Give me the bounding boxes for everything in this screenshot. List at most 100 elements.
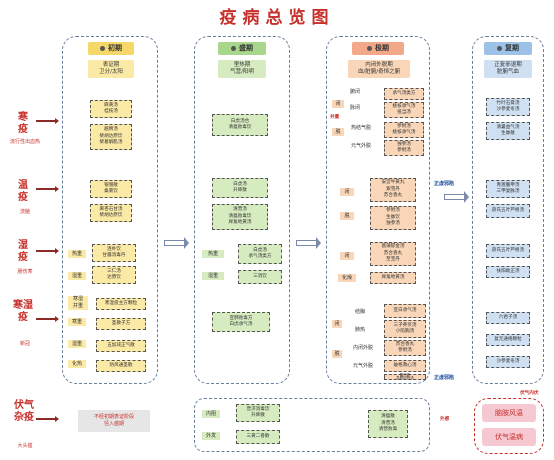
rec-box-4: 薛氏五叶芦根汤 xyxy=(486,244,530,258)
crit-tag-tuo3: 脱 xyxy=(332,350,342,358)
early-box-4: 麻杏石甘汤 柴胡达原饮 xyxy=(90,204,132,222)
peak-tag-heat: 热重 xyxy=(202,250,224,258)
header-peak: 盛期 xyxy=(218,42,266,55)
arrow-shiyi xyxy=(36,248,59,254)
arrow-hanyi xyxy=(36,118,59,124)
peak-tag-damp: 湿重 xyxy=(202,272,224,280)
crit-tag-bi: 闭 xyxy=(332,100,344,108)
crit-box-10: 三子养亲汤 小陷胸汤 xyxy=(384,320,426,338)
column-early xyxy=(62,36,158,384)
header-recovery: 复期 xyxy=(484,42,532,55)
peak-box-1: 白虎汤合 清瘟败毒饮 xyxy=(212,114,268,136)
crit-box-4: 独参汤 参附汤 xyxy=(384,140,424,156)
column-recovery xyxy=(472,36,544,384)
crit-tag-feire: 肺热 xyxy=(354,327,365,333)
fuqi-box-waiyin: 三黄二香散 xyxy=(236,430,280,444)
crit-tag-yuan2: 元气外脱 xyxy=(352,363,373,369)
label-shiyi: 湿疫 xyxy=(18,240,28,263)
label-fuqi: 伏气杂疫 xyxy=(14,400,34,423)
fuqi-box-right: 清瘟散 清营汤 清营败毒 xyxy=(368,410,408,438)
early-box-5: 连朴饮 甘露消毒丹 xyxy=(92,244,136,262)
crit-tag-xue: 脉闭 xyxy=(349,105,360,111)
header-critical: 极期 xyxy=(352,42,404,55)
crit-tag-tuo: 脱 xyxy=(332,128,344,136)
label-waigan: 外感 xyxy=(440,417,450,422)
page-title: 疫病总览图 xyxy=(219,8,335,28)
label-hanyi: 寒疫 xyxy=(18,112,28,135)
crit-box-1: 承气汤类方 xyxy=(384,88,424,100)
crit-red-bing: 并重 xyxy=(330,115,340,120)
label-hanshiyi-sub: 新冠 xyxy=(19,341,30,347)
early-tag-damp: 湿重 xyxy=(68,272,86,280)
crit-box-3: 参附汤 桃核承气汤 xyxy=(384,122,424,138)
crit-tag-fu: 腑闭 xyxy=(349,89,360,95)
early-box-6: 三仁汤 达原饮 xyxy=(92,266,136,284)
arrow-critical-to-recovery xyxy=(444,191,469,203)
pink-box-1: 脑胺风温 xyxy=(482,404,536,422)
gray-note-box: 不经初期表证阶段 径入盛期 xyxy=(78,410,150,432)
crit-tag-tuo2: 脱 xyxy=(340,212,354,220)
early-box-9: 五加减正气散 xyxy=(96,340,146,352)
peak-box-6: 宣肺败毒方 白虎承气汤 xyxy=(212,312,270,332)
crit-box-11: 苏合香丸 参附汤 xyxy=(384,340,426,356)
rec-box-7: 复元通络颗粒 xyxy=(486,334,530,346)
label-wenyi: 温疫 xyxy=(18,180,28,203)
peak-box-3: 清营汤 清瘟败毒饮 犀角地黄汤 xyxy=(212,204,268,230)
fuqi-box-neiyin: 普济消毒饮 升降散 xyxy=(236,404,280,422)
crit-box-5: 安宫牛黄丸 紫雪丹 苏合香丸 xyxy=(370,178,416,202)
early-box-1: 麻黄汤 桂枝汤 xyxy=(90,100,132,118)
arrow-early-to-peak xyxy=(164,237,189,249)
early-box-10: 防风通圣散 xyxy=(96,360,146,372)
crit-box-13: 雷击散 急救回阳汤 xyxy=(384,373,426,380)
early-tag-cold-damp: 寒湿 并重 xyxy=(68,296,88,310)
label-fuqi-sub: 大头瘟 xyxy=(17,443,33,449)
arrow-fuqi xyxy=(36,416,59,422)
early-tag-cold: 寒重 xyxy=(68,318,86,326)
crit-box-12: 破格救心汤 xyxy=(384,360,426,372)
crit-tag-bi3: 闭 xyxy=(340,252,354,260)
subheader-peak: 里热期 气营/阳明 xyxy=(218,60,266,78)
fuqi-tag-neiyin: 内阻 xyxy=(202,410,220,418)
rec-box-3: 青蒿鳖甲汤 三甲复脉汤 xyxy=(486,180,530,198)
crit-tag-jieji: 结胸 xyxy=(354,309,365,315)
column-pink xyxy=(474,398,544,454)
crit-box-6: 参附汤 生脉饮 独参汤 xyxy=(370,206,416,230)
label-zhengxu: 正虚邪陷 xyxy=(434,181,455,187)
arrow-wenyi xyxy=(36,186,59,192)
column-peak xyxy=(194,36,290,384)
label-hanshiyi: 寒湿疫 xyxy=(13,300,33,323)
rec-box-2: 清暑益气汤 生脉散 xyxy=(486,122,530,140)
rec-box-1: 竹叶石膏汤 沙参麦冬汤 xyxy=(486,98,530,116)
crit-box-7: 菖蒲郁金汤 苏合香丸 至宝丹 xyxy=(370,242,416,266)
subheader-early: 表证期 卫分/太阳 xyxy=(88,60,134,78)
crit-tag-neibi: 内闭外脱 xyxy=(352,345,373,351)
rec-box-8: 沙参麦冬汤 xyxy=(486,356,530,368)
peak-box-4: 白虎汤 承气汤类方 xyxy=(238,244,282,264)
rec-box-5: 扶阳助正汤 xyxy=(486,266,530,278)
crit-box-9: 宣白承气汤 xyxy=(384,304,426,318)
peak-box-2: 白虎汤 升降散 xyxy=(212,178,268,198)
arrow-hanshiyi xyxy=(36,316,59,322)
arrow-peak-to-critical xyxy=(296,237,321,249)
column-critical xyxy=(326,36,430,384)
label-zhengxu2: 正虚邪陷 xyxy=(434,375,455,381)
early-box-2: 越婢汤 柴胡达原饮 柴葛解肌汤 xyxy=(90,124,132,150)
column-fuqi xyxy=(194,398,430,452)
label-wenyi-sub: 流脑 xyxy=(19,209,30,215)
rec-box-4-pre: 薛氏五叶芦根汤 xyxy=(486,204,530,218)
crit-tag-rejie: 热结气脱 xyxy=(350,125,371,131)
early-box-3: 银翘散 桑菊饮 xyxy=(90,180,132,198)
label-hanyi-sub: 流行性出血热 xyxy=(9,139,40,145)
label-shiyi-sub: 肠伤寒 xyxy=(17,269,33,275)
crit-tag-yuan: 元气外脱 xyxy=(350,143,371,149)
early-tag-heat: 热重 xyxy=(68,250,86,258)
crit-tag-huazao: 化燥 xyxy=(338,274,356,282)
crit-tag-bi4: 闭 xyxy=(332,320,342,328)
early-box-7: 寒湿疫主方颗粒 xyxy=(96,298,146,310)
rec-box-6: 六君子汤 xyxy=(486,312,530,324)
early-box-8: 圣散子方 xyxy=(96,318,146,330)
peak-box-5: 三消饮 xyxy=(238,270,282,284)
early-tag-heat2: 化热 xyxy=(68,360,86,368)
fuqi-tag-waiyin: 外发 xyxy=(202,432,220,440)
pink-box-2: 伏气温病 xyxy=(482,428,536,446)
